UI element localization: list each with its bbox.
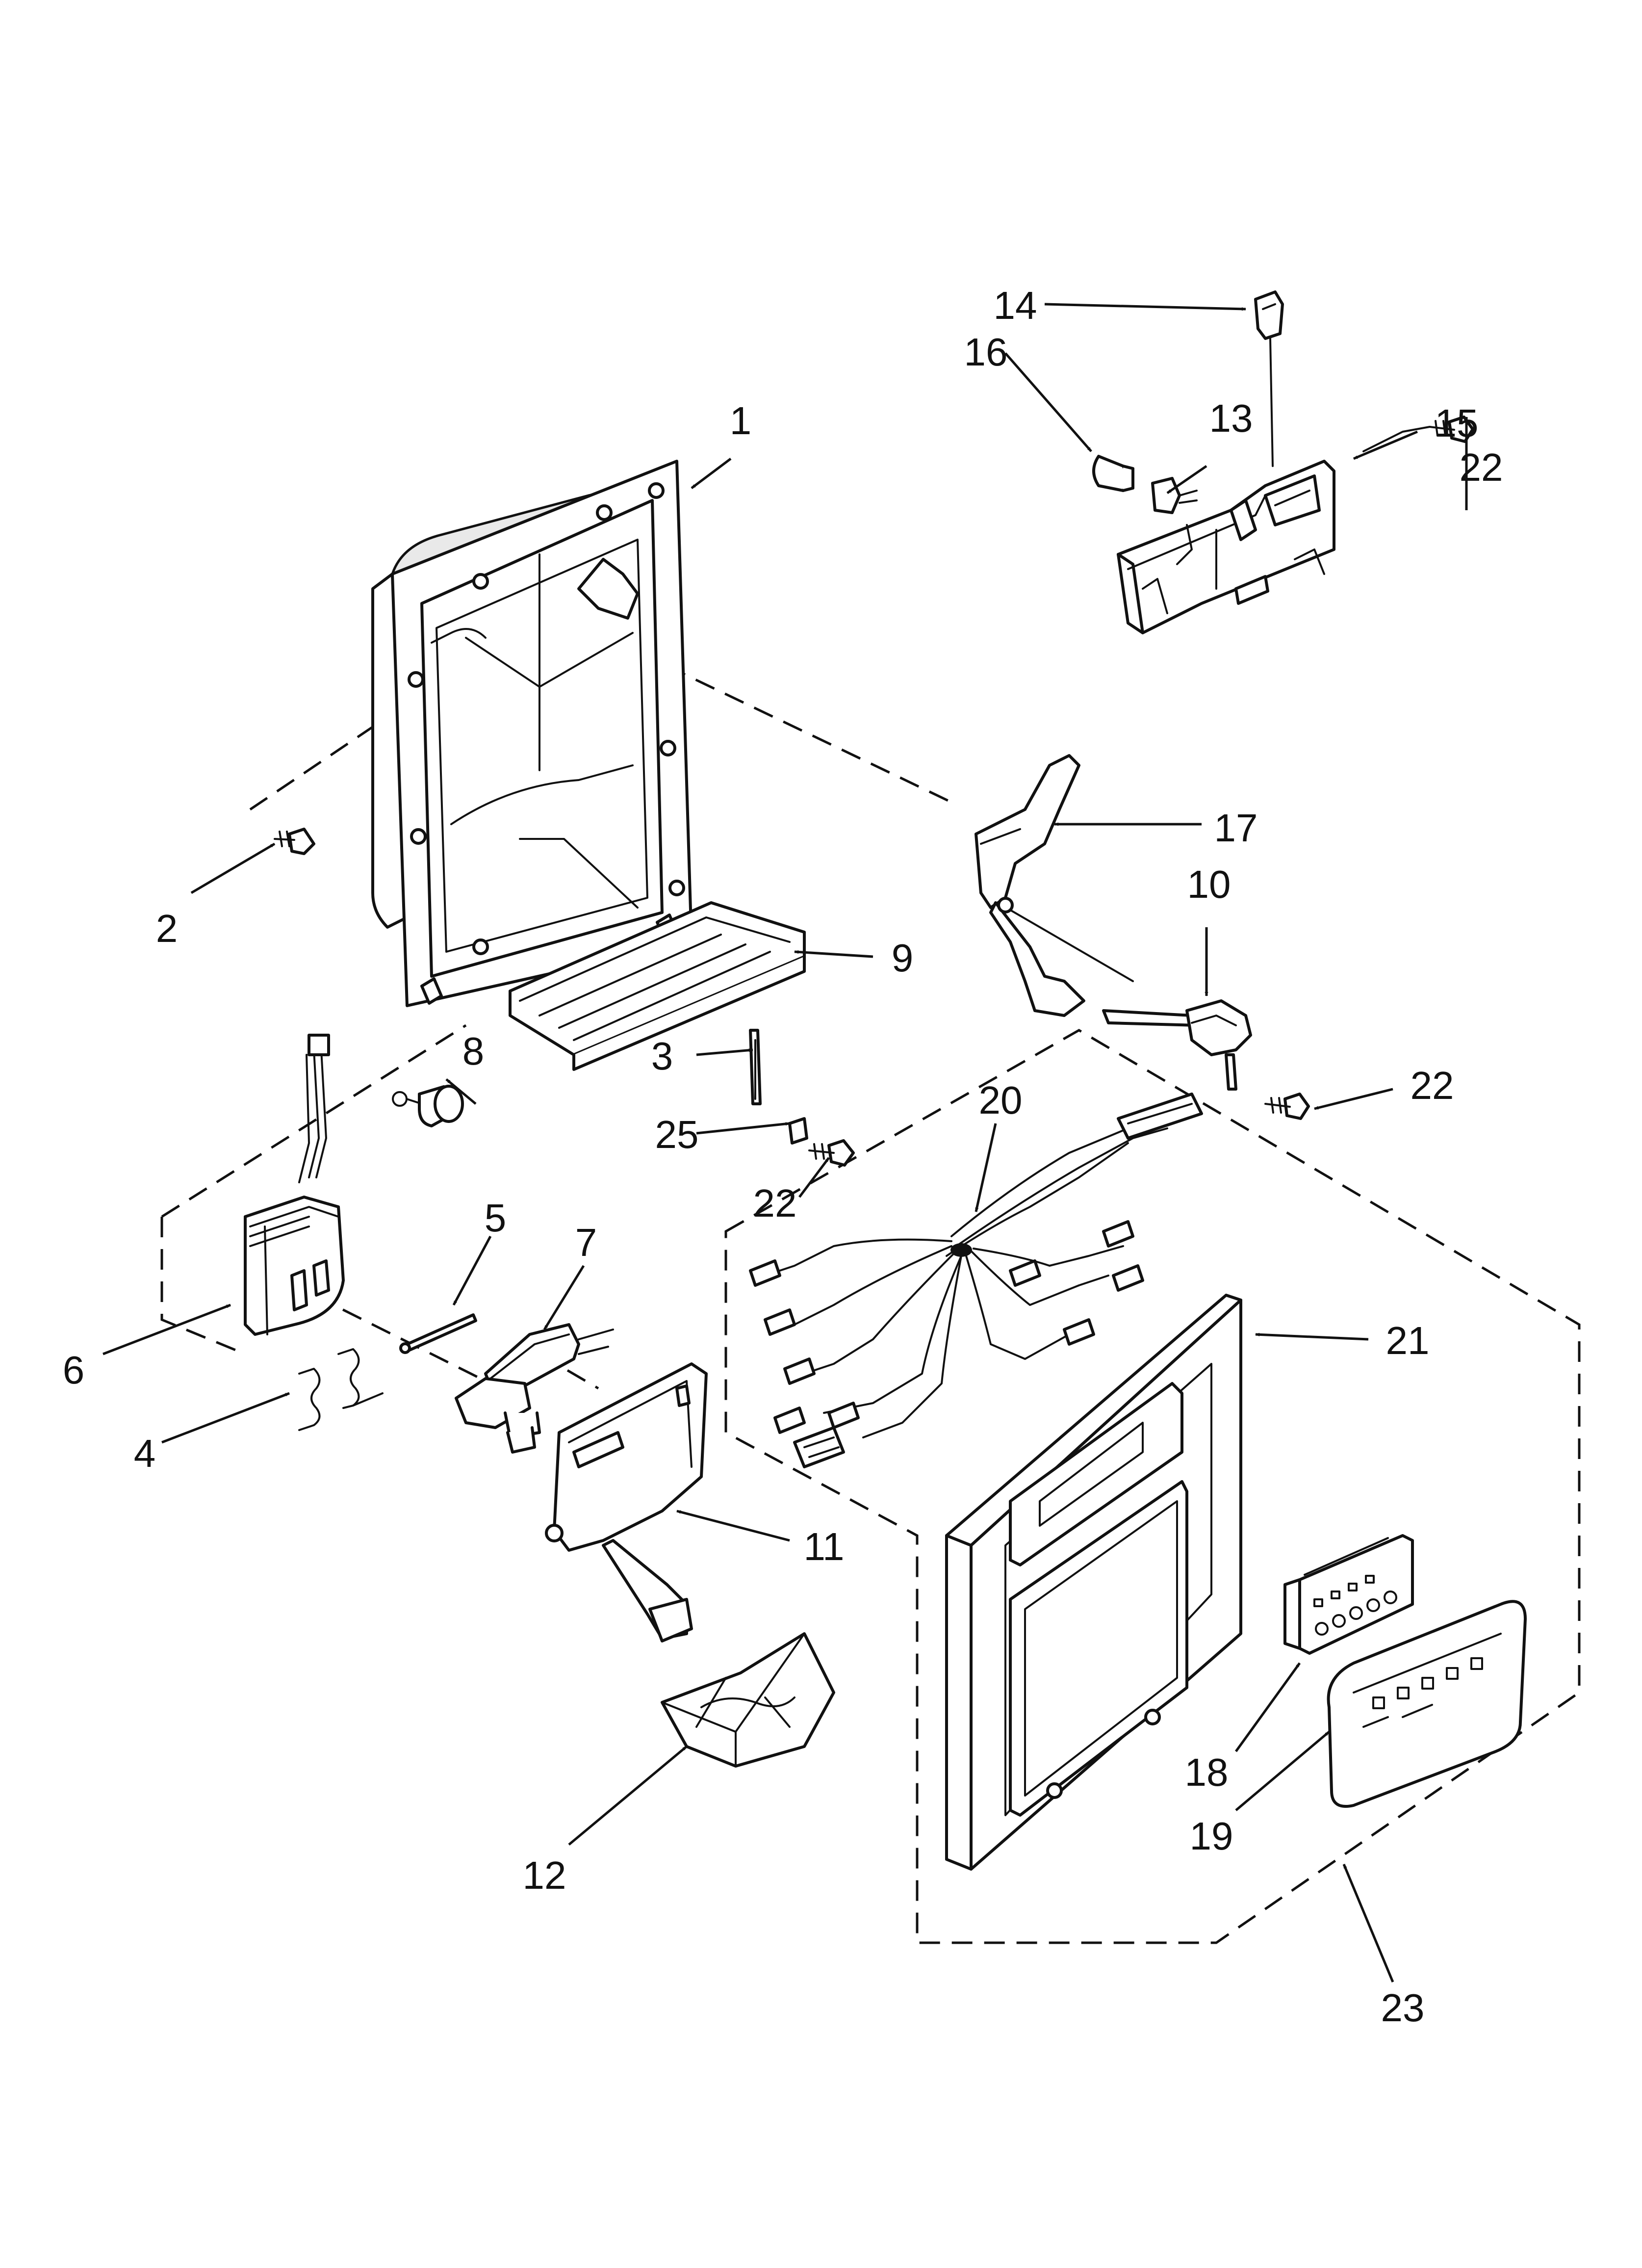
door-lever-part-7 bbox=[455, 1323, 614, 1454]
callout-22-lower-left: 22 bbox=[753, 1181, 797, 1225]
callout-17: 17 bbox=[1214, 806, 1258, 850]
light-housing-part-15 bbox=[1117, 460, 1335, 634]
callout-22-right: 22 bbox=[1411, 1064, 1454, 1107]
callout-14: 14 bbox=[994, 284, 1037, 327]
callout-5: 5 bbox=[485, 1196, 507, 1240]
light-bulb-part-16 bbox=[1092, 455, 1134, 492]
actuator-clip-part-3 bbox=[749, 1029, 762, 1105]
screw-part-22-lower-left bbox=[808, 1139, 855, 1167]
callout-12: 12 bbox=[523, 1853, 566, 1897]
screw-part-2 bbox=[274, 828, 315, 855]
control-board-part-18 bbox=[1283, 1534, 1414, 1655]
motor-part-6 bbox=[244, 1034, 345, 1336]
callout-20: 20 bbox=[979, 1078, 1023, 1122]
ice-chute-part-12 bbox=[661, 1632, 835, 1768]
light-socket-part-13 bbox=[1151, 477, 1198, 514]
dispenser-front-panel-part-21 bbox=[945, 1294, 1242, 1871]
drip-tray-part-9 bbox=[509, 901, 806, 1071]
callout-23: 23 bbox=[1381, 1986, 1425, 2030]
callout-leaders bbox=[103, 303, 1468, 1982]
callout-21: 21 bbox=[1386, 1319, 1430, 1362]
callout-10: 10 bbox=[1187, 862, 1231, 906]
callout-22-top-right: 22 bbox=[1460, 445, 1503, 489]
callout-19: 19 bbox=[1190, 1814, 1233, 1858]
wire-harness-part-20 bbox=[749, 1093, 1203, 1468]
light-switch-part-14 bbox=[1254, 290, 1284, 467]
callout-4: 4 bbox=[134, 1432, 156, 1475]
callout-11: 11 bbox=[803, 1525, 844, 1568]
tape-part-25 bbox=[788, 1117, 808, 1145]
callout-13: 13 bbox=[1209, 396, 1253, 440]
callout-25: 25 bbox=[655, 1113, 699, 1156]
solenoid-part-8 bbox=[392, 1085, 464, 1127]
callout-labels: 1 2 3 4 5 6 7 8 9 10 11 12 13 14 15 16 1… bbox=[63, 284, 1503, 2030]
screw-part-22-right bbox=[1264, 1093, 1310, 1120]
callout-2: 2 bbox=[156, 907, 178, 950]
spring-part-4 bbox=[298, 1348, 384, 1431]
pin-part-5 bbox=[399, 1313, 477, 1354]
callout-7: 7 bbox=[575, 1221, 597, 1264]
callout-18: 18 bbox=[1185, 1750, 1229, 1794]
callout-1: 1 bbox=[730, 399, 752, 443]
callout-3: 3 bbox=[651, 1034, 673, 1078]
actuator-lever-part-10 bbox=[1102, 999, 1252, 1091]
callout-6: 6 bbox=[63, 1348, 85, 1392]
switch-lever-part-17 bbox=[975, 754, 1134, 1017]
callout-15: 15 bbox=[1435, 401, 1479, 445]
callout-8: 8 bbox=[462, 1029, 485, 1073]
dispenser-housing-frame bbox=[371, 460, 693, 1007]
control-overlay-part-19 bbox=[1327, 1600, 1527, 1808]
callout-16: 16 bbox=[964, 330, 1008, 374]
callout-9: 9 bbox=[892, 936, 914, 980]
actuator-arm-part-11 bbox=[545, 1362, 708, 1642]
